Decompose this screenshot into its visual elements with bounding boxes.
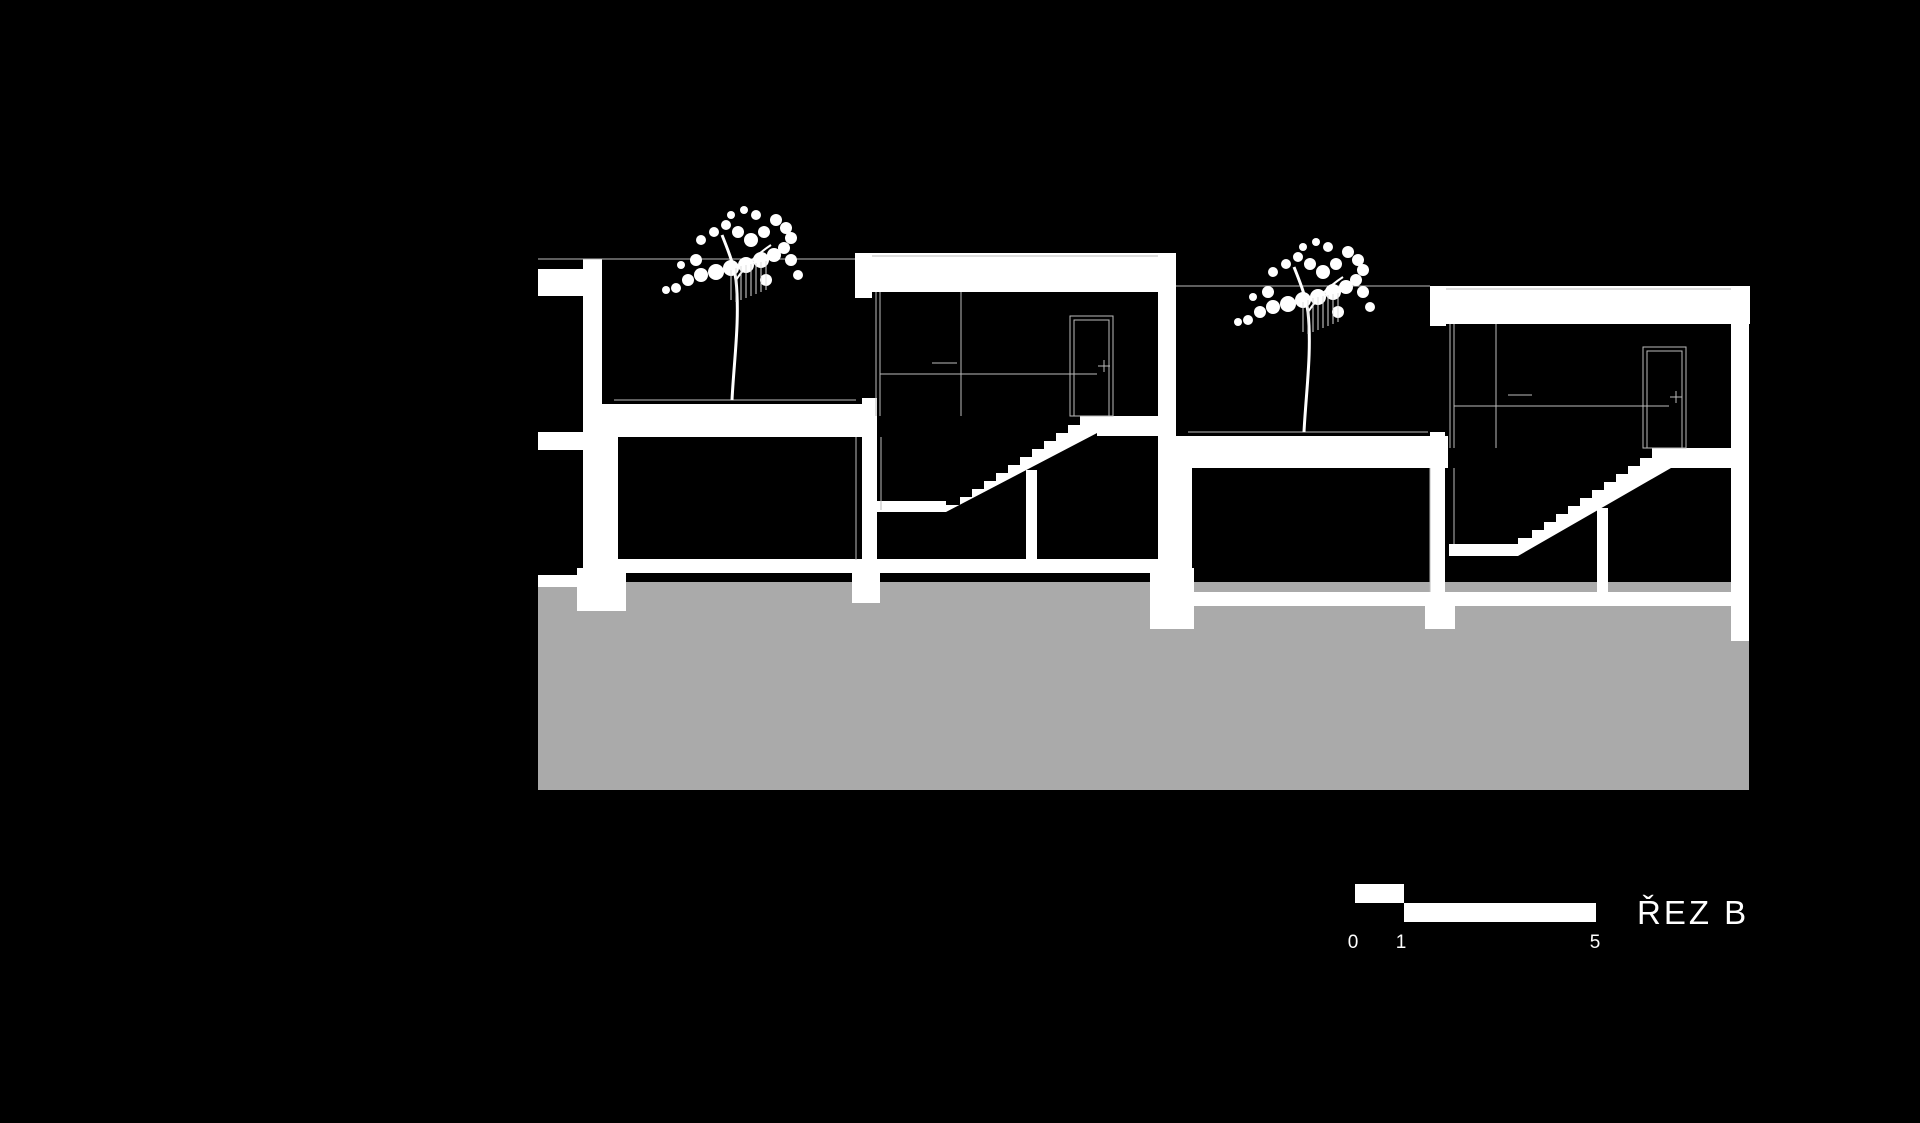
scale-label-5: 5 (1589, 932, 1601, 953)
linework (538, 255, 1731, 592)
scale-label-1: 1 (1395, 932, 1407, 953)
scale-bar (1355, 884, 1596, 922)
scale-bar-segment-1-5 (1404, 903, 1596, 922)
tree-icon (1234, 238, 1375, 433)
tree-icon (662, 206, 803, 401)
ground-fill (538, 582, 1749, 790)
scale-bar-segment-0-1 (1355, 884, 1404, 903)
building-structure (538, 253, 1750, 641)
section-title: ŘEZ B (1637, 894, 1750, 931)
scale-label-0: 0 (1347, 932, 1359, 953)
